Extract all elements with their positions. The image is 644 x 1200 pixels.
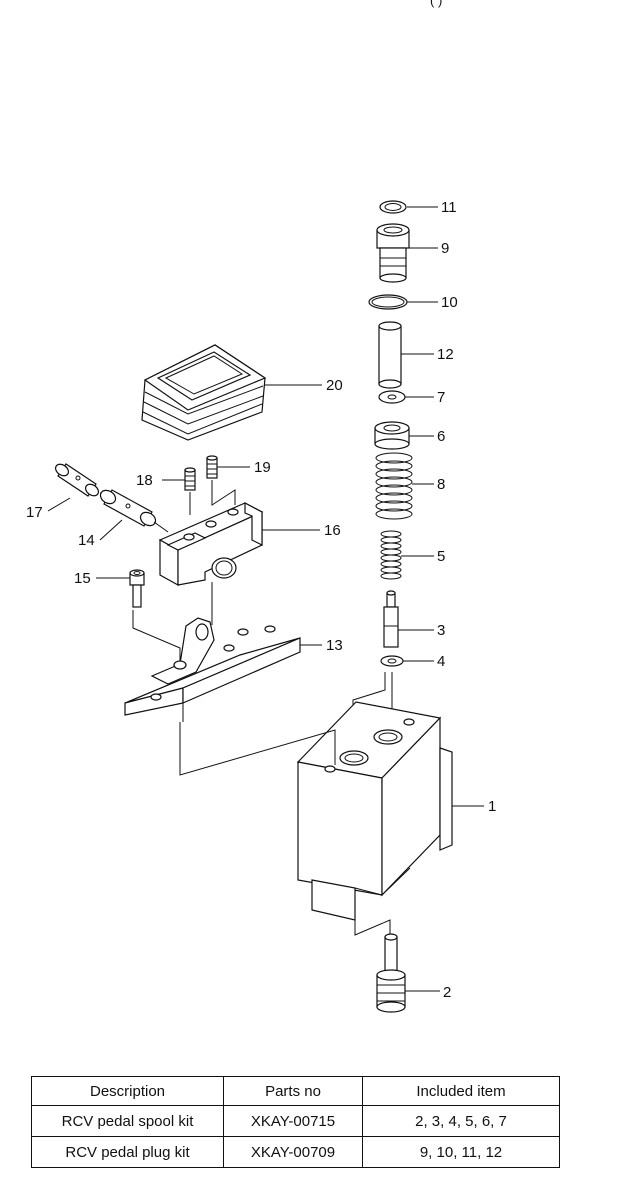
callout-8: 8 bbox=[437, 476, 445, 493]
part-11-ring[interactable] bbox=[379, 200, 407, 214]
callout-3: 3 bbox=[437, 622, 445, 639]
exploded-parts-diagram: 11 9 10 12 7 6 bbox=[26, 199, 496, 1013]
column-header-included-item: Included item bbox=[362, 1076, 560, 1106]
cell-description: RCV pedal spool kit bbox=[31, 1105, 224, 1137]
callout-16: 16 bbox=[324, 522, 341, 539]
callout-7: 7 bbox=[437, 389, 445, 406]
cell-parts-no: XKAY-00715 bbox=[223, 1105, 363, 1137]
part-7-washer[interactable] bbox=[378, 390, 406, 404]
cell-description: RCV pedal plug kit bbox=[31, 1136, 224, 1168]
callout-13: 13 bbox=[326, 637, 343, 654]
part-18-set-screw[interactable] bbox=[184, 467, 196, 491]
top-note: ( ) bbox=[430, 0, 443, 8]
part-20-rubber-boot[interactable] bbox=[141, 344, 267, 441]
callout-20: 20 bbox=[326, 377, 343, 394]
kit-table: Description Parts no Included item RCV p… bbox=[31, 1076, 560, 1168]
callout-17: 17 bbox=[26, 504, 43, 521]
callout-12: 12 bbox=[437, 346, 454, 363]
callout-15: 15 bbox=[74, 570, 91, 587]
part-15-socket-bolt[interactable] bbox=[129, 569, 145, 608]
callout-4: 4 bbox=[437, 653, 445, 670]
part-1-valve-body[interactable] bbox=[296, 701, 453, 921]
callout-11: 11 bbox=[441, 199, 457, 216]
cell-included-item: 9, 10, 11, 12 bbox=[362, 1136, 560, 1168]
part-6-spring-seat[interactable] bbox=[374, 421, 410, 450]
callout-18: 18 bbox=[136, 472, 153, 489]
part-17-pin[interactable] bbox=[53, 462, 100, 498]
part-13-base-bracket[interactable] bbox=[124, 617, 301, 716]
part-10-o-ring[interactable] bbox=[368, 294, 408, 310]
callout-2: 2 bbox=[443, 984, 451, 1001]
callout-1: 1 bbox=[488, 798, 496, 815]
callout-9: 9 bbox=[441, 240, 449, 257]
part-8-large-spring[interactable] bbox=[375, 452, 413, 520]
callout-19: 19 bbox=[254, 459, 271, 476]
part-4-washer[interactable] bbox=[380, 655, 404, 667]
part-9-plug[interactable] bbox=[376, 223, 410, 283]
part-16-pedal-block[interactable] bbox=[158, 502, 264, 587]
cell-parts-no: XKAY-00709 bbox=[223, 1136, 363, 1168]
callout-6: 6 bbox=[437, 428, 445, 445]
callout-14: 14 bbox=[78, 532, 95, 549]
cell-included-item: 2, 3, 4, 5, 6, 7 bbox=[362, 1105, 560, 1137]
callout-10: 10 bbox=[441, 294, 458, 311]
column-header-description: Description bbox=[31, 1076, 224, 1106]
table-row: RCV pedal plug kit XKAY-00709 9, 10, 11,… bbox=[31, 1136, 560, 1168]
table-header-row: Description Parts no Included item bbox=[31, 1076, 560, 1106]
part-3-spool[interactable] bbox=[383, 590, 434, 648]
part-12-push-rod[interactable] bbox=[378, 321, 402, 389]
part-2-lower-plug[interactable] bbox=[376, 933, 406, 1013]
part-19-set-screw[interactable] bbox=[206, 455, 218, 479]
column-header-parts-no: Parts no bbox=[223, 1076, 363, 1106]
part-14-pin[interactable] bbox=[98, 488, 158, 529]
part-5-small-spring[interactable] bbox=[380, 530, 402, 580]
callout-5: 5 bbox=[437, 548, 445, 565]
table-row: RCV pedal spool kit XKAY-00715 2, 3, 4, … bbox=[31, 1105, 560, 1137]
